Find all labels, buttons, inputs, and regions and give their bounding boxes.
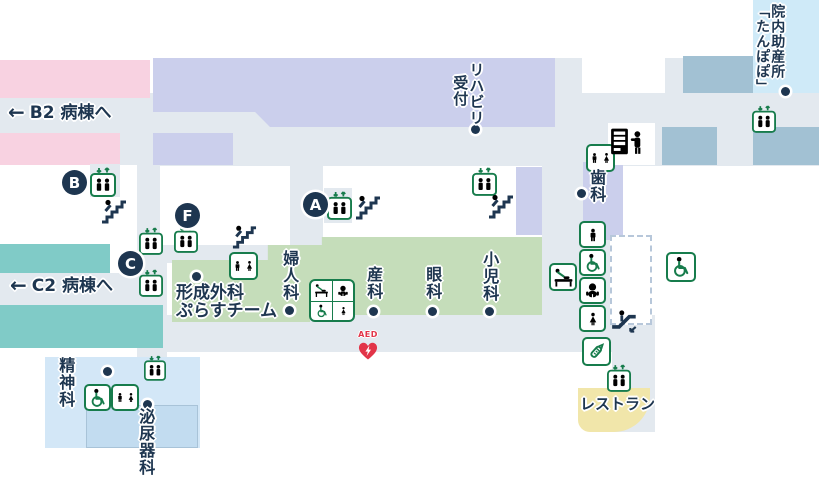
- location-dot-rehab: [471, 125, 480, 134]
- label-midwifery-line1: 院内助産所: [769, 4, 786, 79]
- label-plastic-line1: 形成外科: [176, 283, 244, 303]
- area-midwifery-tanpopo: [753, 0, 819, 93]
- label-midwifery-tanpopo: 院内助産所 「たんぽぽ」: [754, 4, 786, 94]
- toilet-men-women-icon: [111, 384, 139, 411]
- elevator-icon: [139, 269, 163, 297]
- area-ward-teal-upper: [0, 244, 110, 273]
- area-block-bluegray: [683, 56, 753, 93]
- label-gynecology: 婦人科: [280, 250, 300, 301]
- location-dot-psychiatry: [103, 367, 112, 376]
- area-block-bluegray: [662, 127, 717, 165]
- badge-a: A: [303, 192, 328, 217]
- multipurpose-toilet-icon: [309, 279, 355, 322]
- baby-room-icon: [579, 277, 606, 304]
- elevator-icon: [90, 167, 116, 197]
- wheelchair-icon: [311, 300, 332, 321]
- location-dot-gynecology: [285, 306, 294, 315]
- vending-machine-icon: [610, 127, 648, 157]
- elevator-icon: [139, 227, 163, 255]
- location-dot-plastic: [192, 272, 201, 281]
- corridor: [553, 58, 582, 96]
- b2-ward-label: B2 病棟へ: [29, 102, 112, 123]
- c2-ward-label: C2 病棟へ: [31, 275, 113, 296]
- toilet-men-icon: [579, 221, 606, 248]
- corridor-c2: [0, 273, 137, 305]
- location-dot-obstetrics: [369, 307, 378, 316]
- left-arrow-icon: ←: [8, 100, 25, 124]
- area-urology: [86, 405, 198, 448]
- escalator-shaft-outline: [610, 235, 652, 325]
- stairs-icon: [487, 192, 514, 219]
- location-dot-ophthalmology: [428, 307, 437, 316]
- label-plastic-line2: ぷらすチーム: [176, 301, 278, 321]
- elevator-icon: [327, 191, 352, 220]
- area-ward-pink-lower: [0, 133, 120, 165]
- link-b2-ward: ← B2 病棟へ: [8, 100, 112, 124]
- elevator-icon: [607, 364, 631, 392]
- link-c2-ward: ← C2 病棟へ: [10, 273, 113, 297]
- area-ward-pink-upper: [0, 60, 150, 98]
- corridor-b2: [0, 96, 153, 133]
- wheelchair-icon: [579, 249, 606, 276]
- wheelchair-icon: [666, 252, 696, 282]
- label-plastic-surgery: 形成外科 ぷらすチーム: [176, 284, 277, 320]
- badge-f: F: [175, 203, 200, 228]
- label-ophthalmology: 眼科: [423, 266, 443, 300]
- badge-c: C: [118, 251, 143, 276]
- badge-b: B: [62, 170, 87, 195]
- location-dot-pediatrics: [485, 307, 494, 316]
- toilet-men-women-icon: [229, 252, 258, 280]
- toilet-women-icon: [332, 300, 353, 320]
- location-dot-urology: [143, 400, 152, 409]
- corridor: [542, 127, 583, 352]
- location-dot-dental: [577, 189, 586, 198]
- label-rehab-line1: リハビリ: [467, 62, 486, 126]
- aed-icon: AED: [356, 330, 380, 361]
- nursing-room-icon: [582, 337, 611, 366]
- area-ward-teal-lower: [0, 305, 163, 348]
- label-psychiatry: 精神科: [56, 357, 76, 408]
- label-rehab-line2: 受付: [451, 75, 470, 107]
- baby-room-icon: [332, 281, 353, 301]
- label-midwifery-line2: 「たんぽぽ」: [754, 4, 771, 94]
- area-rehabilitation-annex: [153, 133, 233, 165]
- elevator-icon: [752, 105, 776, 133]
- left-arrow-icon: ←: [10, 273, 27, 297]
- label-restaurant: レストラン: [580, 395, 656, 413]
- elevator-icon: [174, 225, 198, 253]
- area-block-bluegray: [753, 127, 819, 165]
- baby-changing-icon: [311, 281, 332, 301]
- stairs-icon: [354, 193, 381, 220]
- label-rehab-reception: リハビリ 受付: [451, 62, 486, 136]
- label-pediatrics: 小児科: [480, 251, 500, 302]
- baby-changing-icon: [549, 263, 577, 291]
- escalator-down-icon: [610, 306, 640, 336]
- room: [582, 58, 665, 93]
- label-urology: 泌尿器科: [136, 408, 156, 476]
- label-obstetrics: 産科: [364, 266, 384, 300]
- stairs-icon: [100, 197, 127, 224]
- area-lavender-strip: [516, 167, 542, 235]
- aed-label: AED: [358, 330, 378, 339]
- location-dot-midwifery: [781, 87, 790, 96]
- stairs-icon: [231, 223, 257, 249]
- toilet-men-women-icon: [586, 144, 615, 172]
- corridor: [120, 133, 153, 166]
- wheelchair-icon: [84, 384, 111, 411]
- toilet-women-icon: [579, 305, 606, 332]
- corridor: [665, 58, 683, 96]
- label-dental: 歯科: [587, 169, 607, 203]
- elevator-icon: [144, 355, 166, 381]
